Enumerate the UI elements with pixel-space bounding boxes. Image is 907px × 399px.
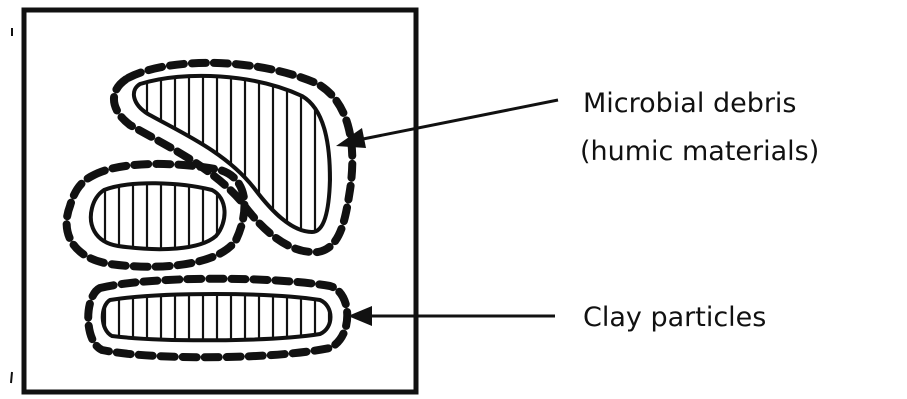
debris-body-middle xyxy=(91,183,225,249)
debris-body-bottom xyxy=(103,294,331,340)
label-microbial-debris: Microbial debris xyxy=(583,88,797,119)
label-humic-materials: (humic materials) xyxy=(580,136,819,167)
arrow-clay-particles xyxy=(348,306,555,326)
microbial-debris-bottom xyxy=(88,279,347,358)
edge-mark-bottom xyxy=(11,372,12,383)
label-clay-particles: Clay particles xyxy=(583,302,766,333)
arrow-microbial-debris xyxy=(336,100,558,148)
